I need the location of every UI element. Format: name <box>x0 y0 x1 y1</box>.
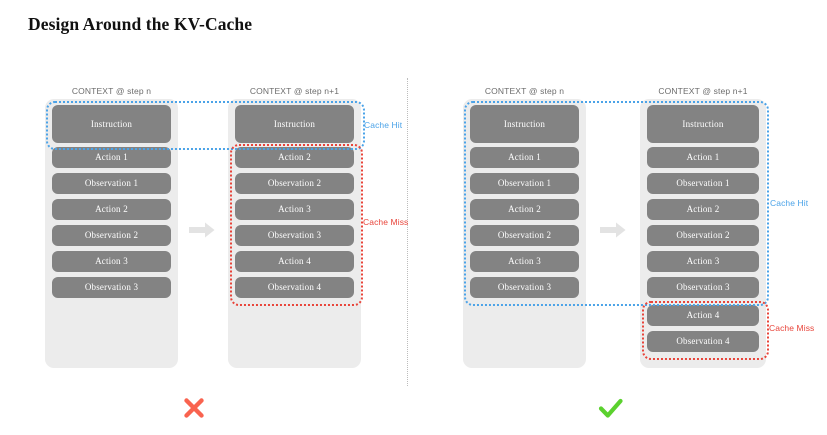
block-observation-1: Observation 1 <box>470 173 579 194</box>
check-mark-icon <box>598 396 624 420</box>
cache-hit-label: Cache Hit <box>770 198 809 208</box>
block-action-1: Action 1 <box>52 147 171 168</box>
block-instruction: Instruction <box>647 105 759 143</box>
block-action-3: Action 3 <box>52 251 171 272</box>
block-observation-4: Observation 4 <box>647 331 759 352</box>
block-action-4: Action 4 <box>235 251 354 272</box>
block-observation-3: Observation 3 <box>235 225 354 246</box>
block-observation-2: Observation 2 <box>470 225 579 246</box>
cache-hit-label: Cache Hit <box>364 120 403 130</box>
block-action-1: Action 1 <box>470 147 579 168</box>
block-instruction: Instruction <box>235 105 354 143</box>
left-panel-col2-header: CONTEXT @ step n+1 <box>249 86 340 96</box>
cross-mark-icon <box>182 396 206 420</box>
block-observation-2: Observation 2 <box>235 173 354 194</box>
right-panel-col2-header: CONTEXT @ step n+1 <box>658 86 748 96</box>
block-observation-1: Observation 1 <box>647 173 759 194</box>
block-instruction: Instruction <box>52 105 171 143</box>
cache-miss-label: Cache Miss <box>363 217 409 227</box>
block-observation-3: Observation 3 <box>52 277 171 298</box>
block-action-2: Action 2 <box>647 199 759 220</box>
cache-miss-label: Cache Miss <box>769 323 815 333</box>
right-panel-col1-header: CONTEXT @ step n <box>484 86 565 96</box>
block-action-1: Action 1 <box>647 147 759 168</box>
block-action-2: Action 2 <box>52 199 171 220</box>
block-action-3: Action 3 <box>235 199 354 220</box>
block-action-4: Action 4 <box>647 305 759 326</box>
panel-divider <box>407 78 408 386</box>
block-action-2: Action 2 <box>470 199 579 220</box>
transition-arrow-icon <box>189 222 215 238</box>
transition-arrow-icon <box>600 222 626 238</box>
block-observation-2: Observation 2 <box>52 225 171 246</box>
block-observation-1: Observation 1 <box>52 173 171 194</box>
block-action-3: Action 3 <box>647 251 759 272</box>
block-observation-4: Observation 4 <box>235 277 354 298</box>
block-observation-3: Observation 3 <box>647 277 759 298</box>
block-observation-3: Observation 3 <box>470 277 579 298</box>
page-title: Design Around the KV-Cache <box>28 14 253 34</box>
left-panel-col1-header: CONTEXT @ step n <box>71 86 152 96</box>
block-action-3: Action 3 <box>470 251 579 272</box>
block-action-2: Action 2 <box>235 147 354 168</box>
block-instruction: Instruction <box>470 105 579 143</box>
block-observation-2: Observation 2 <box>647 225 759 246</box>
